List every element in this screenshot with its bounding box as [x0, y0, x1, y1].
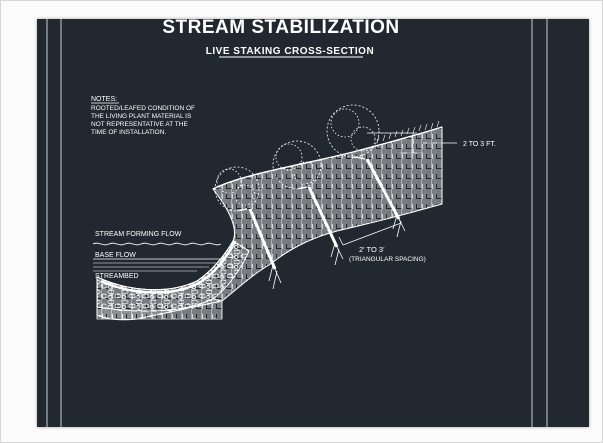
notes-block: NOTES: ROOTED/LEAFED CONDITION OF THE LI…	[91, 96, 195, 136]
notes-line: ROOTED/LEAFED CONDITION OF	[91, 105, 195, 112]
bank-surface-line	[212, 126, 443, 190]
live-stakes	[248, 158, 406, 290]
streambed-fill	[96, 298, 223, 320]
streambed-line	[100, 240, 237, 294]
base-flow-label: BASE FLOW	[95, 252, 136, 259]
streambed-label: STREAMBED	[95, 273, 139, 280]
notes-line: NOT REPRESENTATIVE AT THE	[91, 121, 188, 128]
live-staking-cross-section-drawing: STREAM STABILIZATION LIVE STAKING CROSS-…	[46, 19, 548, 427]
cad-drawing-sheet: STREAM STABILIZATION LIVE STAKING CROSS-…	[37, 19, 589, 427]
plant-foliage	[214, 104, 380, 212]
sheet-border	[46, 19, 548, 427]
notes-line: THE LIVING PLANT MATERIAL IS	[91, 113, 192, 120]
spacing-label: 2' TO 3'	[359, 245, 385, 254]
notes-heading: NOTES:	[91, 96, 117, 103]
stake-depth-label: 2 TO 3 FT.	[463, 141, 496, 148]
spacing-dimension	[338, 214, 402, 246]
drawing-subtitle: LIVE STAKING CROSS-SECTION	[206, 46, 374, 57]
stake-depth-dimension	[367, 132, 457, 154]
stream-forming-flow-label: STREAM FORMING FLOW	[95, 231, 182, 238]
water-lines	[92, 242, 227, 272]
drawing-title: STREAM STABILIZATION	[162, 19, 399, 38]
spacing-note-label: (TRIANGULAR SPACING)	[349, 256, 426, 263]
notes-line: TIME OF INSTALLATION.	[91, 129, 166, 136]
